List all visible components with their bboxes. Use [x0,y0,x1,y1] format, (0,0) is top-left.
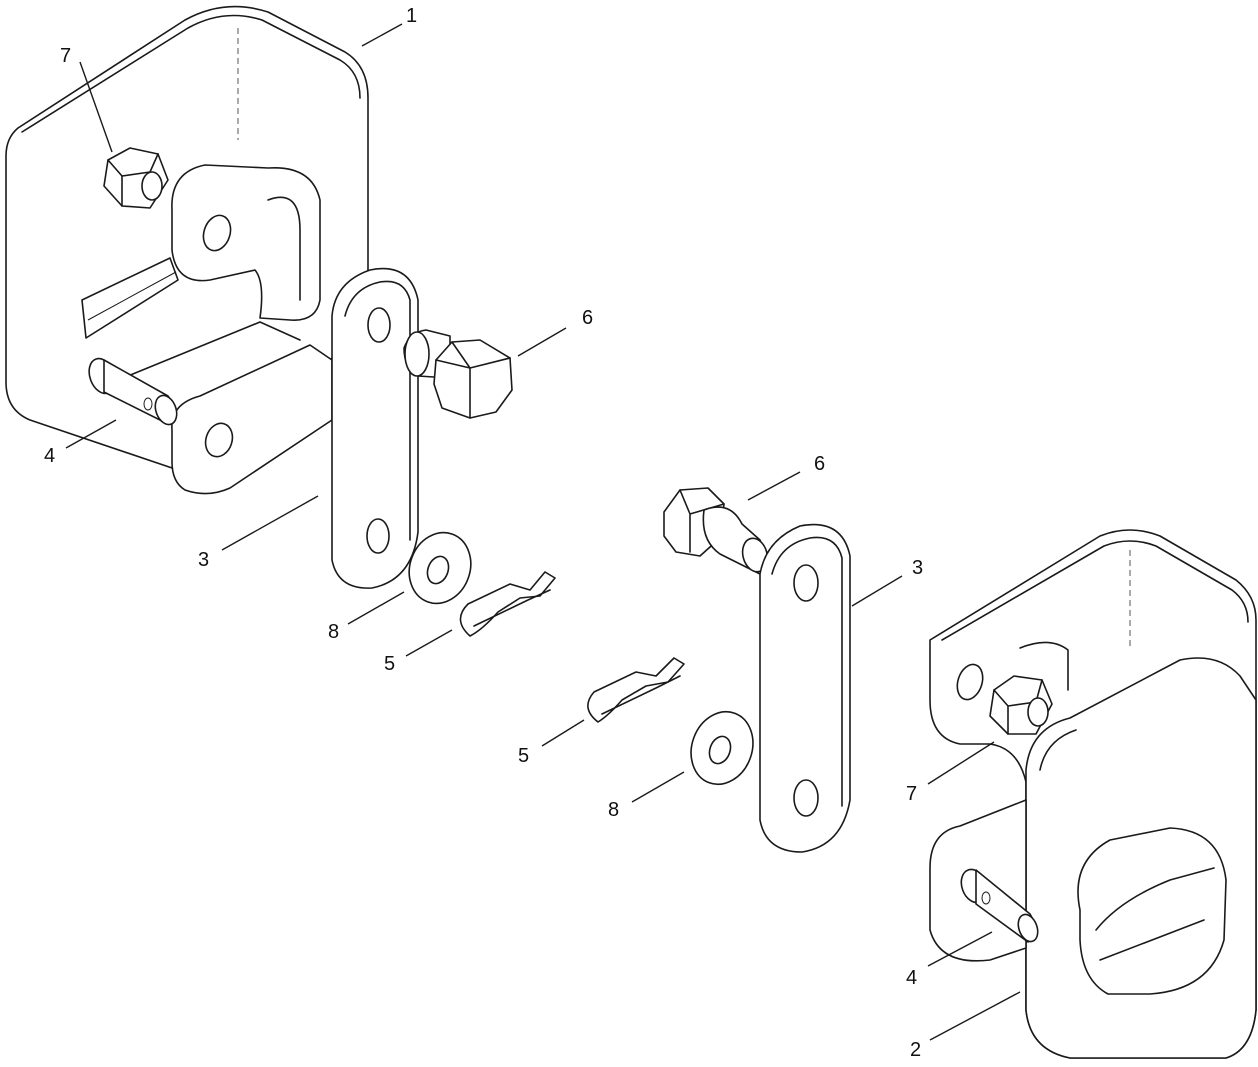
hex-nut-part-7-bottom [989,675,1053,735]
clevis-pin-part-4-bottom [960,868,1039,943]
callout-1: 1 [406,5,417,27]
callout-3: 3 [198,549,209,571]
callout-6: 6 [582,307,593,329]
callout-8: 8 [328,621,339,643]
link-plate-part-3-bottom [759,523,851,853]
clevis-pin-part-4-top [88,357,178,426]
hex-bolt-part-6-bottom [663,487,771,575]
callout-7: 7 [60,45,71,67]
callout-labels: 1 7 6 4 3 8 5 6 3 5 8 7 4 2 [44,5,923,1061]
callout-6: 6 [814,453,825,475]
washer-part-8-top [408,531,472,605]
hairpin-clip-part-5-bottom [587,657,685,723]
link-plate-part-3-top [331,267,419,589]
callout-2: 2 [910,1039,921,1061]
hex-nut-part-7-top [103,147,169,209]
hairpin-clip-part-5-top [459,571,556,637]
bracket-part-1 [5,5,369,495]
bracket-part-2 [929,529,1257,1059]
callout-8: 8 [608,799,619,821]
callout-4: 4 [906,967,917,989]
callout-3: 3 [912,557,923,579]
callout-7: 7 [906,783,917,805]
washer-part-8-bottom [690,710,754,786]
callout-4: 4 [44,445,55,467]
callout-5: 5 [384,653,395,675]
callout-5: 5 [518,745,529,767]
leader-lines [65,23,1021,1041]
hex-bolt-part-6-top [403,329,513,419]
